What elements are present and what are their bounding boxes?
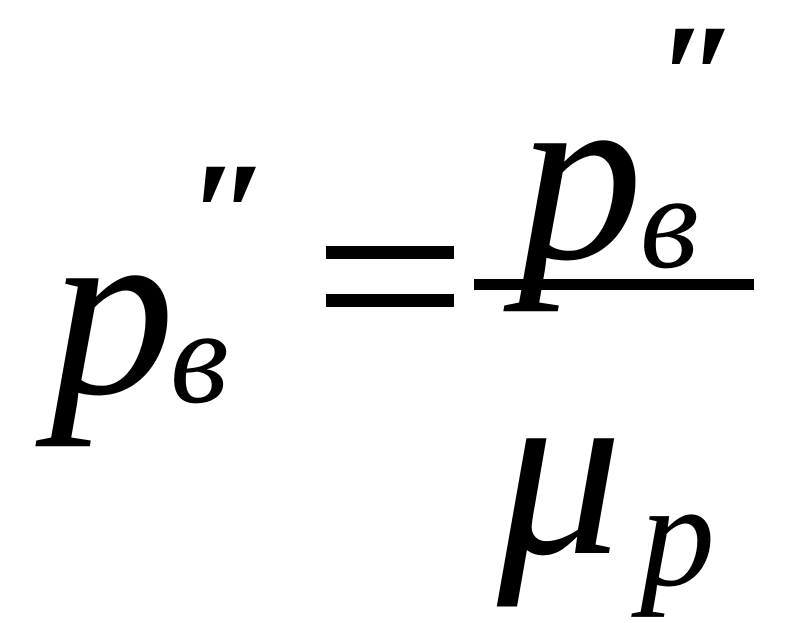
lhs-double-prime: ″ [188, 132, 271, 298]
denominator-subscript: p [640, 452, 715, 618]
numerator-subscript: в [640, 148, 699, 297]
equals-sign-bottom-bar [326, 294, 454, 307]
denominator-symbol: μ [497, 331, 623, 608]
equals-sign-top-bar [326, 246, 454, 259]
fraction-bar [474, 279, 754, 290]
numerator-symbol: p [518, 36, 643, 313]
numerator-double-prime: ″ [657, 0, 740, 160]
lhs-subscript: в [170, 283, 229, 432]
lhs-symbol: p [50, 171, 175, 448]
